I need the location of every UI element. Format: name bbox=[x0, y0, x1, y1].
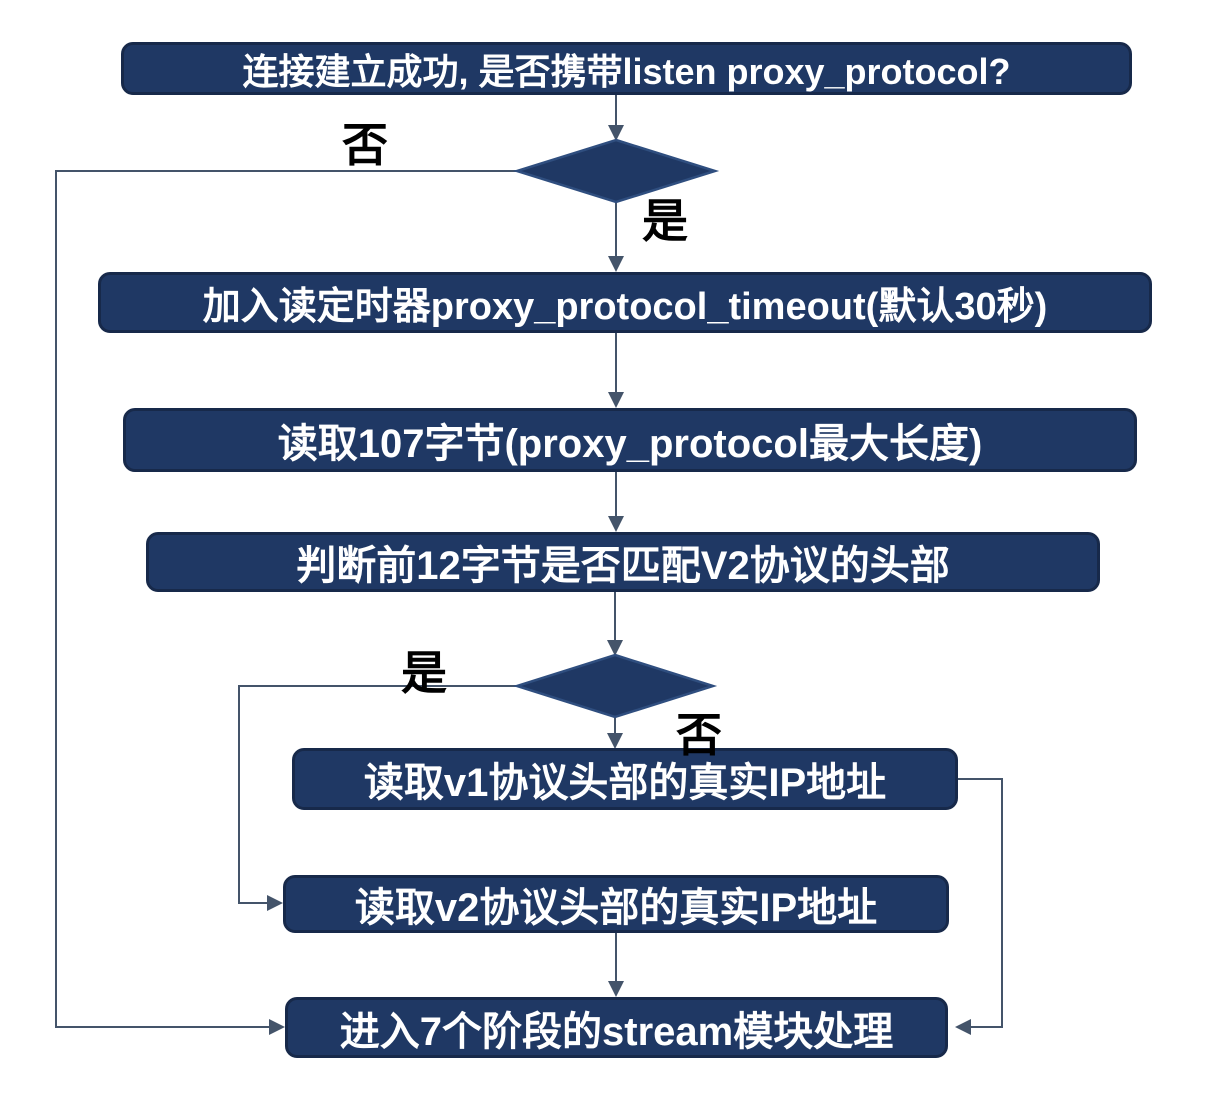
node-check-v2-header: 判断前12字节是否匹配V2协议的头部 bbox=[146, 532, 1100, 592]
edge-decision2-yes-branch bbox=[238, 685, 517, 904]
node-read-v1-ip: 读取v1协议头部的真实IP地址 bbox=[292, 748, 958, 810]
arrowhead-into-readv1 bbox=[607, 733, 623, 749]
arrowhead-into-decision2 bbox=[607, 640, 623, 656]
node-stream-phases: 进入7个阶段的stream模块处理 bbox=[285, 997, 948, 1058]
edge-readv1-stream bbox=[958, 778, 1003, 1028]
node-read-107-bytes: 读取107字节(proxy_protocol最大长度) bbox=[123, 408, 1137, 472]
label-decision2-yes: 是 bbox=[401, 647, 447, 699]
label-decision1-no: 否 bbox=[342, 119, 388, 171]
node-read-v2-ip: 读取v2协议头部的真实IP地址 bbox=[283, 875, 949, 933]
arrowhead-into-read107 bbox=[608, 392, 624, 408]
arrowhead-into-stream-left bbox=[269, 1019, 285, 1035]
edge-decision1-no-branch bbox=[55, 170, 517, 1028]
decision-diamond-v2-match bbox=[512, 653, 718, 719]
decision-diamond-listen-proxy-protocol bbox=[512, 138, 720, 204]
arrowhead-into-stream-top bbox=[608, 981, 624, 997]
arrowhead-into-stream-right bbox=[955, 1019, 971, 1035]
arrowhead-into-add-timer bbox=[608, 256, 624, 272]
arrowhead-into-checkv2 bbox=[608, 516, 624, 532]
arrowhead-into-readv2 bbox=[267, 895, 283, 911]
node-add-read-timer: 加入读定时器proxy_protocol_timeout(默认30秒) bbox=[98, 272, 1152, 333]
node-start: 连接建立成功, 是否携带listen proxy_protocol? bbox=[121, 42, 1132, 95]
arrowhead-into-decision1 bbox=[608, 125, 624, 141]
label-decision2-no: 否 bbox=[676, 709, 722, 761]
label-decision1-yes: 是 bbox=[642, 195, 688, 247]
